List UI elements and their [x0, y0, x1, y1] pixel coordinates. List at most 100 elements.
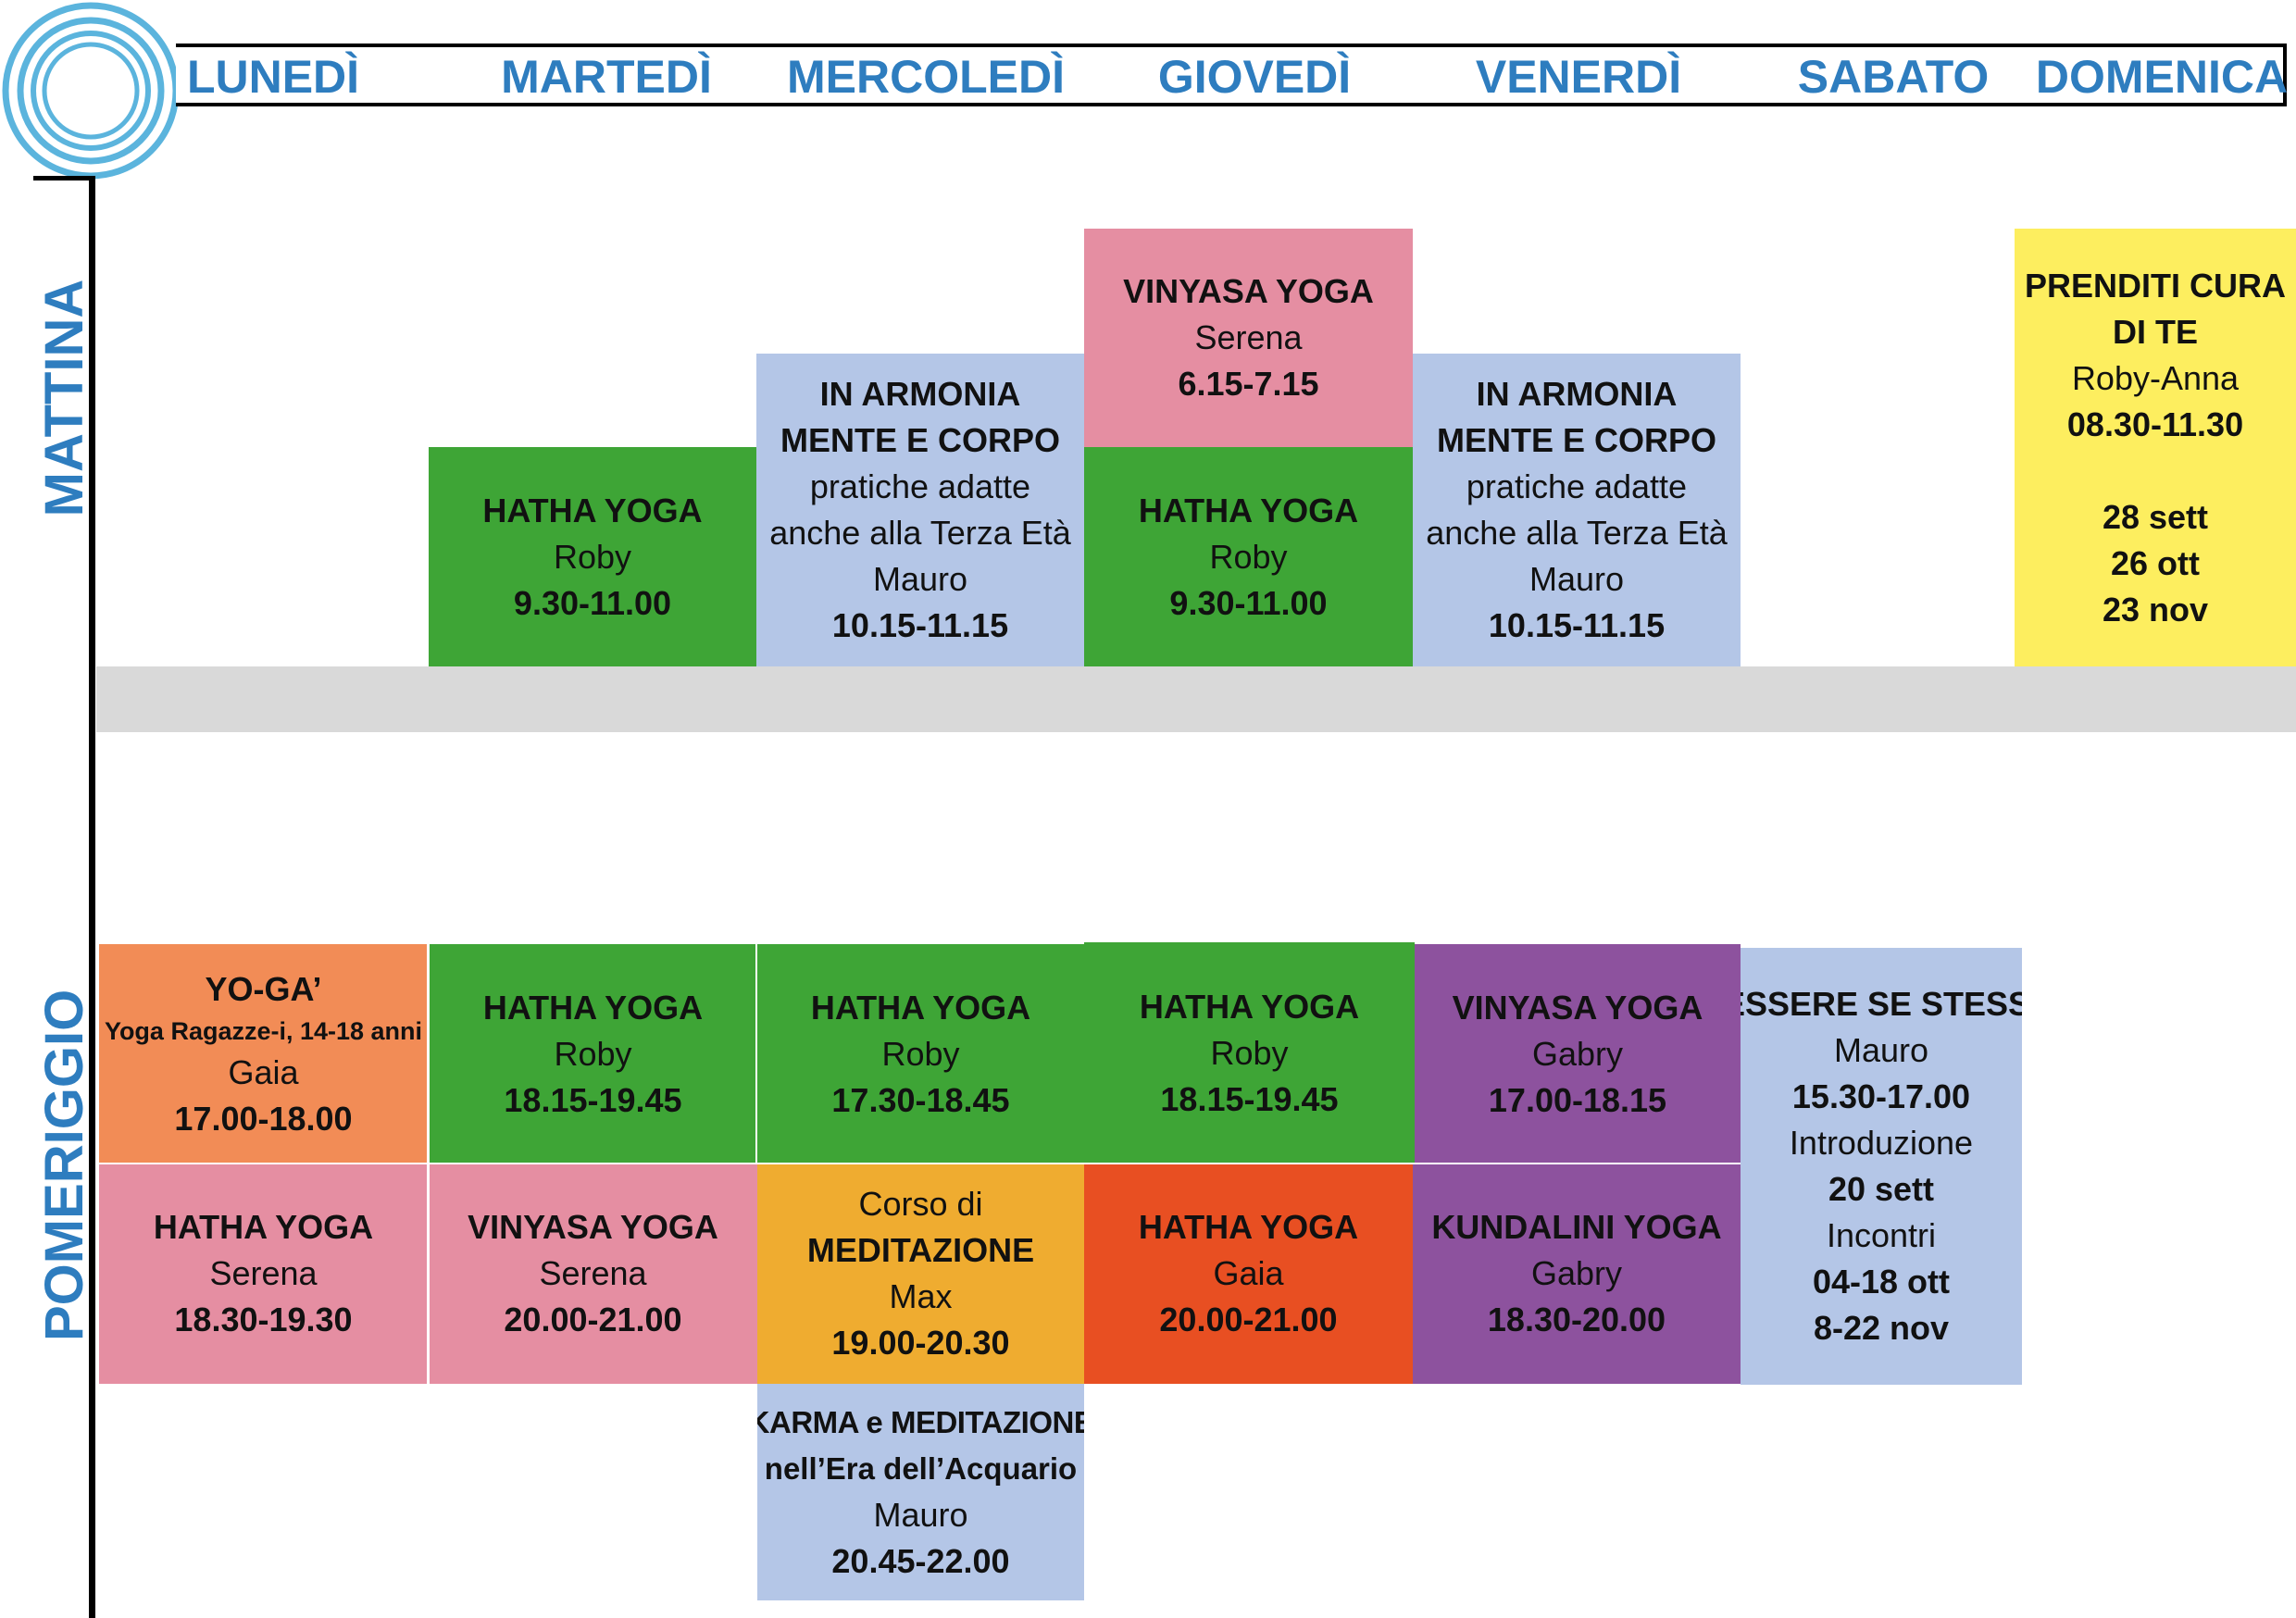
class-title-line2: nell’Era dell’Acquario	[764, 1451, 1078, 1486]
class-title: ESSERE SE STESSI	[1741, 985, 2022, 1023]
class-teacher: Mauro	[872, 560, 968, 598]
class-title-line2: MENTE E CORPO	[780, 421, 1061, 459]
section-label-morning: MATTINA	[34, 279, 94, 517]
class-date: 28 sett	[2102, 497, 2209, 536]
day-saturday: SABATO	[1797, 51, 1990, 103]
class-title-line2: DI TE	[2112, 312, 2198, 351]
weekday-header: LUNEDÌ MARTEDÌ MERCOLEDÌ GIOVEDÌ VENERDÌ…	[176, 44, 2288, 106]
class-sun-morning-prenditi-cura[interactable]: PRENDITI CURA DI TE Roby-Anna 08.30-11.3…	[2015, 229, 2296, 666]
class-teacher: Gaia	[228, 1052, 299, 1091]
class-subtitle: Yoga Ragazze-i, 14-18 anni	[104, 1016, 423, 1045]
class-wed-night-karma-meditazione[interactable]: KARMA e MEDITAZIONE nell’Era dell’Acquar…	[757, 1384, 1084, 1600]
class-tue-afternoon-hatha[interactable]: HATHA YOGA Roby 18.15-19.45	[429, 944, 757, 1164]
class-wed-evening-meditazione[interactable]: Corso di MEDITAZIONE Max 19.00-20.30	[757, 1164, 1084, 1384]
class-time: 10.15-11.15	[1488, 606, 1666, 644]
class-time: 17.00-18.00	[174, 1099, 353, 1138]
class-title-prefix: Corso di	[858, 1185, 983, 1223]
class-title: MEDITAZIONE	[806, 1231, 1035, 1269]
class-time: 18.30-19.30	[174, 1301, 353, 1338]
class-tue-evening-vinyasa[interactable]: VINYASA YOGA Serena 20.00-21.00	[429, 1164, 757, 1384]
class-thu-evening-hatha[interactable]: HATHA YOGA Gaia 20.00-21.00	[1084, 1164, 1413, 1384]
class-teacher: Mauro	[1529, 560, 1625, 598]
class-title: YO-GA’	[205, 969, 322, 1008]
midday-divider	[96, 666, 2296, 732]
class-date: 23 nov	[2102, 590, 2209, 629]
class-time: 6.15-7.15	[1178, 365, 1319, 403]
cell-separator	[755, 944, 757, 1164]
class-tue-morning-hatha[interactable]: HATHA YOGA Roby 9.30-11.00	[429, 447, 756, 666]
class-title: VINYASA YOGA	[468, 1208, 718, 1246]
class-title: VINYASA YOGA	[1452, 988, 1703, 1027]
class-teacher: Serena	[209, 1254, 318, 1292]
class-time: 9.30-11.00	[1169, 583, 1328, 622]
class-title-line2: MENTE E CORPO	[1436, 421, 1717, 459]
class-time: 15.30-17.00	[1791, 1077, 1971, 1115]
class-teacher: Roby	[553, 537, 632, 576]
class-teacher: Gabry	[1530, 1254, 1623, 1292]
class-date: 26 ott	[2110, 543, 2200, 582]
class-teacher: Gaia	[1213, 1254, 1284, 1292]
concentric-circles-logo-icon	[2, 2, 180, 180]
class-teacher: Roby	[1209, 537, 1288, 576]
class-title: VINYASA YOGA	[1123, 272, 1374, 310]
class-title: HATHA YOGA	[1139, 987, 1360, 1026]
day-monday: LUNEDÌ	[186, 51, 360, 103]
class-teacher: Serena	[1194, 318, 1303, 356]
class-time: 19.00-20.30	[831, 1324, 1010, 1362]
class-date: 04-18 ott	[1812, 1263, 1951, 1301]
class-desc-line2: anche alla Terza Età	[1426, 514, 1728, 552]
day-friday: VENERDÌ	[1475, 51, 1682, 103]
class-desc-line1: pratiche adatte	[1466, 467, 1688, 505]
class-time: 18.30-20.00	[1487, 1301, 1666, 1338]
class-title: HATHA YOGA	[810, 988, 1031, 1027]
class-date: 20 sett	[1828, 1170, 1935, 1208]
class-time: 9.30-11.00	[513, 583, 672, 622]
left-vertical-line	[89, 176, 95, 1618]
class-title: HATHA YOGA	[1138, 491, 1359, 529]
class-mon-afternoon-yoga-ragazzi[interactable]: YO-GA’ Yoga Ragazze-i, 14-18 anni Gaia 1…	[99, 944, 428, 1164]
class-title: HATHA YOGA	[153, 1208, 374, 1246]
class-label: Incontri	[1826, 1216, 1937, 1254]
class-mon-evening-hatha[interactable]: HATHA YOGA Serena 18.30-19.30	[99, 1164, 428, 1384]
class-teacher: Mauro	[873, 1496, 968, 1534]
class-title-line1: IN ARMONIA	[1476, 375, 1678, 413]
day-tuesday: MARTEDÌ	[501, 51, 712, 103]
class-title-line1: IN ARMONIA	[819, 375, 1021, 413]
class-time: 20.45-22.00	[831, 1542, 1010, 1580]
class-fri-evening-kundalini[interactable]: KUNDALINI YOGA Gabry 18.30-20.00	[1413, 1164, 1741, 1384]
left-line-cap	[33, 176, 95, 180]
day-wednesday: MERCOLEDÌ	[787, 51, 1065, 103]
class-teacher: Roby	[1210, 1033, 1289, 1072]
class-time: 18.15-19.45	[1160, 1079, 1339, 1118]
class-time: 20.00-21.00	[1159, 1301, 1338, 1338]
class-desc-line1: pratiche adatte	[809, 467, 1031, 505]
class-time: 10.15-11.15	[831, 606, 1009, 644]
class-teacher: Roby-Anna	[2071, 358, 2240, 397]
class-teacher: Roby	[881, 1034, 960, 1073]
day-thursday: GIOVEDÌ	[1157, 51, 1352, 103]
class-title: HATHA YOGA	[482, 491, 703, 529]
class-time: 20.00-21.00	[504, 1301, 682, 1338]
class-thu-morning-vinyasa[interactable]: VINYASA YOGA Serena 6.15-7.15	[1084, 229, 1413, 447]
class-fri-afternoon-vinyasa[interactable]: VINYASA YOGA Gabry 17.00-18.15	[1415, 944, 1741, 1164]
class-sat-afternoon-essere-se-stessi[interactable]: ESSERE SE STESSI Mauro 15.30-17.00 Intro…	[1741, 948, 2022, 1385]
day-sunday: DOMENICA	[2035, 51, 2289, 103]
class-title: HATHA YOGA	[1138, 1208, 1359, 1246]
class-title-line1: KARMA e MEDITAZIONE	[757, 1405, 1084, 1439]
class-wed-morning-armonia[interactable]: IN ARMONIA MENTE E CORPO pratiche adatte…	[756, 354, 1084, 666]
class-title: KUNDALINI YOGA	[1431, 1208, 1722, 1246]
class-date: 8-22 nov	[1813, 1309, 1950, 1347]
class-teacher: Mauro	[1833, 1031, 1929, 1069]
class-desc-line2: anche alla Terza Età	[769, 514, 1071, 552]
class-time: 08.30-11.30	[2066, 404, 2244, 443]
class-time: 17.30-18.45	[831, 1080, 1010, 1119]
class-label: Introduzione	[1789, 1124, 1974, 1162]
section-label-afternoon: POMERIGGIO	[34, 989, 94, 1341]
class-fri-morning-armonia[interactable]: IN ARMONIA MENTE E CORPO pratiche adatte…	[1413, 354, 1741, 666]
class-teacher: Gabry	[1531, 1034, 1624, 1073]
class-title: HATHA YOGA	[482, 988, 704, 1027]
class-teacher: Max	[889, 1277, 953, 1315]
class-thu-afternoon-hatha[interactable]: HATHA YOGA Roby 18.15-19.45	[1084, 942, 1415, 1164]
class-thu-morning-hatha[interactable]: HATHA YOGA Roby 9.30-11.00	[1084, 447, 1413, 666]
class-wed-afternoon-hatha[interactable]: HATHA YOGA Roby 17.30-18.45	[757, 944, 1084, 1164]
